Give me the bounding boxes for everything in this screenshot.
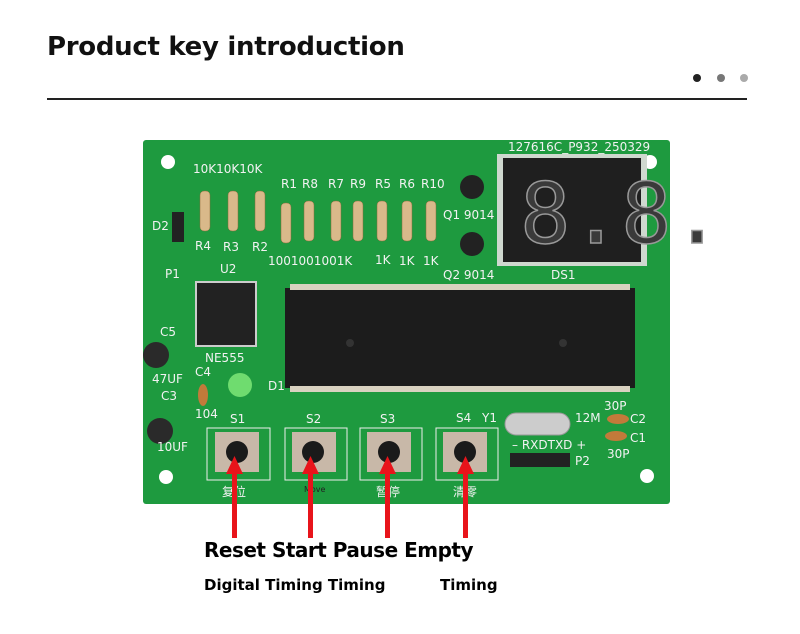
seven-segment-display xyxy=(503,158,641,262)
svg-text:D2: D2 xyxy=(152,219,169,233)
svg-text:C1: C1 xyxy=(630,431,646,445)
button-function-subcaption-empty: Timing xyxy=(440,576,498,594)
annotation-arrows xyxy=(226,456,474,538)
divider xyxy=(47,98,747,100)
ne555-chip xyxy=(195,281,257,347)
svg-text:R5: R5 xyxy=(375,177,391,191)
svg-text:R6: R6 xyxy=(399,177,415,191)
svg-text:30P: 30P xyxy=(607,447,630,461)
transistor-q2 xyxy=(460,232,484,256)
button-function-subcaption: Digital Timing Timing xyxy=(204,576,386,594)
svg-text:1K: 1K xyxy=(375,253,392,267)
svg-text:DS1: DS1 xyxy=(551,268,576,282)
svg-text:R8: R8 xyxy=(302,177,318,191)
silkscreen-labels: 10K10K10K R1 R8 R7 R9 R5 R6 R10 R4 R3 R2… xyxy=(152,162,646,499)
empty-button[interactable] xyxy=(454,441,476,463)
svg-text:– RXDTXD +: – RXDTXD + xyxy=(512,438,586,452)
start-button[interactable] xyxy=(302,441,324,463)
svg-text:1K: 1K xyxy=(423,254,440,268)
svg-text:S4: S4 xyxy=(456,411,471,425)
svg-text:Q1 9014: Q1 9014 xyxy=(443,208,494,222)
svg-text:104: 104 xyxy=(195,407,218,421)
header-p2 xyxy=(510,453,570,467)
svg-text:R2: R2 xyxy=(252,240,268,254)
svg-text:10K10K10K: 10K10K10K xyxy=(193,162,264,176)
svg-text:C3: C3 xyxy=(161,389,177,403)
svg-text:P1: P1 xyxy=(165,267,180,281)
resistors xyxy=(199,190,437,244)
svg-text:U2: U2 xyxy=(220,262,236,276)
svg-text:S2: S2 xyxy=(306,412,321,426)
carousel-dot-1[interactable] xyxy=(693,74,701,82)
svg-text:S3: S3 xyxy=(380,412,395,426)
carousel-dot-2[interactable] xyxy=(717,74,725,82)
svg-text:1K: 1K xyxy=(399,254,416,268)
crystal-y1 xyxy=(504,412,571,436)
carousel-dot-3[interactable] xyxy=(740,74,748,82)
svg-text:12M: 12M xyxy=(575,411,601,425)
svg-text:NE555: NE555 xyxy=(205,351,244,365)
reset-button[interactable] xyxy=(226,441,248,463)
svg-text:R10: R10 xyxy=(421,177,445,191)
capacitor-c3 xyxy=(147,418,173,444)
display-digits: 8.8. xyxy=(520,165,722,263)
svg-text:D1: D1 xyxy=(268,379,285,393)
microcontroller-chip xyxy=(285,288,635,388)
svg-text:C4: C4 xyxy=(195,365,211,379)
svg-text:R1: R1 xyxy=(281,177,297,191)
svg-text:R4: R4 xyxy=(195,239,211,253)
svg-text:47UF: 47UF xyxy=(152,372,183,386)
svg-text:C2: C2 xyxy=(630,412,646,426)
svg-text:R7: R7 xyxy=(328,177,344,191)
svg-text:Q2 9014: Q2 9014 xyxy=(443,268,494,282)
diode-d2 xyxy=(172,212,184,242)
svg-text:R9: R9 xyxy=(350,177,366,191)
svg-text:Y1: Y1 xyxy=(481,411,497,425)
svg-text:S1: S1 xyxy=(230,412,245,426)
svg-text:R3: R3 xyxy=(223,240,239,254)
svg-text:1001001001K: 1001001001K xyxy=(268,254,353,268)
capacitor-c5 xyxy=(143,342,169,368)
svg-text:C5: C5 xyxy=(160,325,176,339)
svg-text:P2: P2 xyxy=(575,454,590,468)
serial-label: 127616C_P932_250329 xyxy=(508,140,650,154)
transistor-q1 xyxy=(460,175,484,199)
page-title: Product key introduction xyxy=(47,32,405,62)
led-d1 xyxy=(228,373,252,397)
button-function-caption: Reset Start Pause Empty xyxy=(204,538,474,562)
svg-text:Move: Move xyxy=(304,485,326,494)
svg-text:10UF: 10UF xyxy=(157,440,188,454)
pause-button[interactable] xyxy=(378,441,400,463)
svg-text:30P: 30P xyxy=(604,399,627,413)
